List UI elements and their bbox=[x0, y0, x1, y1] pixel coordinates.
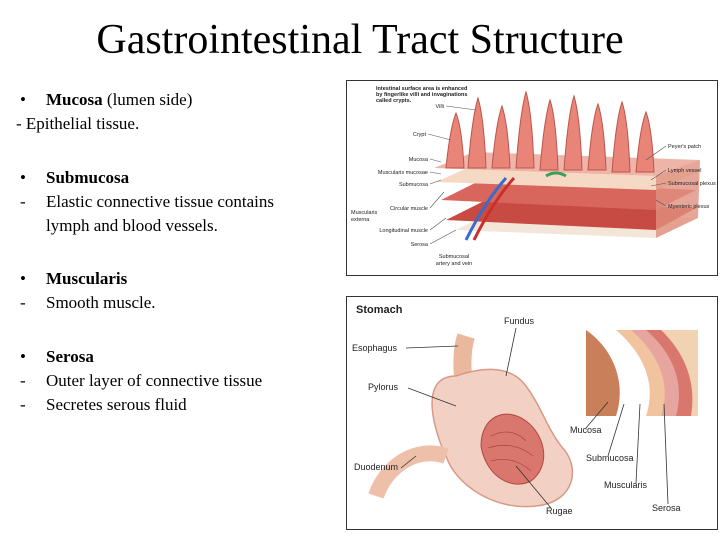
duodenum bbox=[368, 445, 449, 499]
submucosal-vessels bbox=[464, 171, 567, 241]
figure-header: Intestinal surface area is enhanced by f… bbox=[376, 86, 469, 104]
section-heading: Mucosa bbox=[46, 90, 103, 109]
section-line: lymph and blood vessels. bbox=[46, 216, 218, 235]
label-peyers-patch: Peyer's patch bbox=[668, 144, 701, 150]
stomach-labels: Fundus Esophagus Pylorus Duodenum Mucosa… bbox=[352, 316, 681, 516]
bullet: • bbox=[20, 347, 26, 366]
bullet: • bbox=[20, 90, 26, 109]
section-line: Elastic connective tissue contains bbox=[46, 192, 275, 211]
dash: - bbox=[20, 293, 26, 312]
section-submucosa: • Submucosa - Elastic connective tissue … bbox=[0, 166, 340, 240]
section-line: Secretes serous fluid bbox=[46, 395, 187, 414]
label-longitudinal-muscle: Longitudinal muscle bbox=[379, 228, 428, 234]
section-heading: Serosa bbox=[46, 347, 94, 366]
section-line: Outer layer of connective tissue bbox=[46, 371, 263, 390]
label-esophagus: Esophagus bbox=[352, 343, 398, 353]
stomach-title: Stomach bbox=[356, 304, 403, 316]
rugae bbox=[480, 413, 545, 485]
bullet: • bbox=[20, 269, 26, 288]
label-submucosal-plexus: Submucosal plexus bbox=[668, 181, 716, 187]
label-submucosal-artery: Submucosal bbox=[439, 254, 469, 260]
label-serosa: Serosa bbox=[411, 242, 429, 248]
section-line: - Epithelial tissue. bbox=[16, 114, 140, 133]
label-mucosa: Mucosa bbox=[570, 425, 602, 435]
label-rugae: Rugae bbox=[546, 506, 573, 516]
wall-side-face bbox=[656, 160, 700, 238]
label-duodenum: Duodenum bbox=[354, 462, 398, 472]
left-labels: Villi Crypt Mucosa Muscularis mucosae Su… bbox=[351, 104, 472, 267]
intestinal-wall-figure: Intestinal surface area is enhanced by f… bbox=[346, 80, 718, 276]
label-fundus: Fundus bbox=[504, 316, 535, 326]
label-lymph-vessel: Lymph vessel bbox=[668, 168, 701, 174]
label-mucosa: Mucosa bbox=[409, 157, 429, 163]
label-villi: Villi bbox=[436, 104, 444, 110]
villi bbox=[445, 90, 655, 173]
section-heading: Muscularis bbox=[46, 269, 128, 288]
dash: - bbox=[20, 371, 26, 390]
label-submucosal-artery-2: artery and vein bbox=[436, 261, 472, 267]
label-muscularis-externa: Muscularis bbox=[351, 210, 378, 216]
section-note: (lumen side) bbox=[106, 90, 193, 109]
label-submucosa: Submucosa bbox=[399, 182, 429, 188]
section-line: Smooth muscle. bbox=[46, 293, 156, 312]
rugae-folds bbox=[487, 431, 534, 472]
section-heading: Submucosa bbox=[46, 168, 130, 187]
stomach-figure: Stomach Fundus Esophagus Pylorus Duodenu… bbox=[346, 296, 718, 530]
leader-lines bbox=[427, 105, 667, 245]
page-title: Gastrointestinal Tract Structure bbox=[96, 17, 624, 63]
label-muscularis-externa-2: externa bbox=[351, 217, 370, 223]
label-submucosa: Submucosa bbox=[586, 453, 634, 463]
stomach-leader-lines bbox=[400, 327, 669, 509]
dash: - bbox=[20, 192, 26, 211]
dash: - bbox=[20, 395, 26, 414]
label-serosa: Serosa bbox=[652, 503, 681, 513]
bullet: • bbox=[20, 168, 26, 187]
layer-inset bbox=[586, 330, 698, 416]
section-mucosa: • Mucosa (lumen side) - Epithelial tissu… bbox=[0, 88, 340, 138]
right-labels: Peyer's patch Lymph vessel Submucosal pl… bbox=[668, 144, 716, 210]
section-serosa: • Serosa - Outer layer of connective tis… bbox=[0, 345, 340, 419]
label-muscularis-mucosae: Muscularis mucosae bbox=[378, 170, 428, 176]
label-circular-muscle: Circular muscle bbox=[390, 206, 428, 212]
label-muscularis: Muscularis bbox=[604, 480, 648, 490]
label-pylorus: Pylorus bbox=[368, 382, 399, 392]
label-myenteric-plexus: Myenteric plexus bbox=[668, 204, 710, 210]
label-crypt: Crypt bbox=[413, 132, 427, 138]
section-muscularis: • Muscularis - Smooth muscle. bbox=[0, 267, 340, 317]
